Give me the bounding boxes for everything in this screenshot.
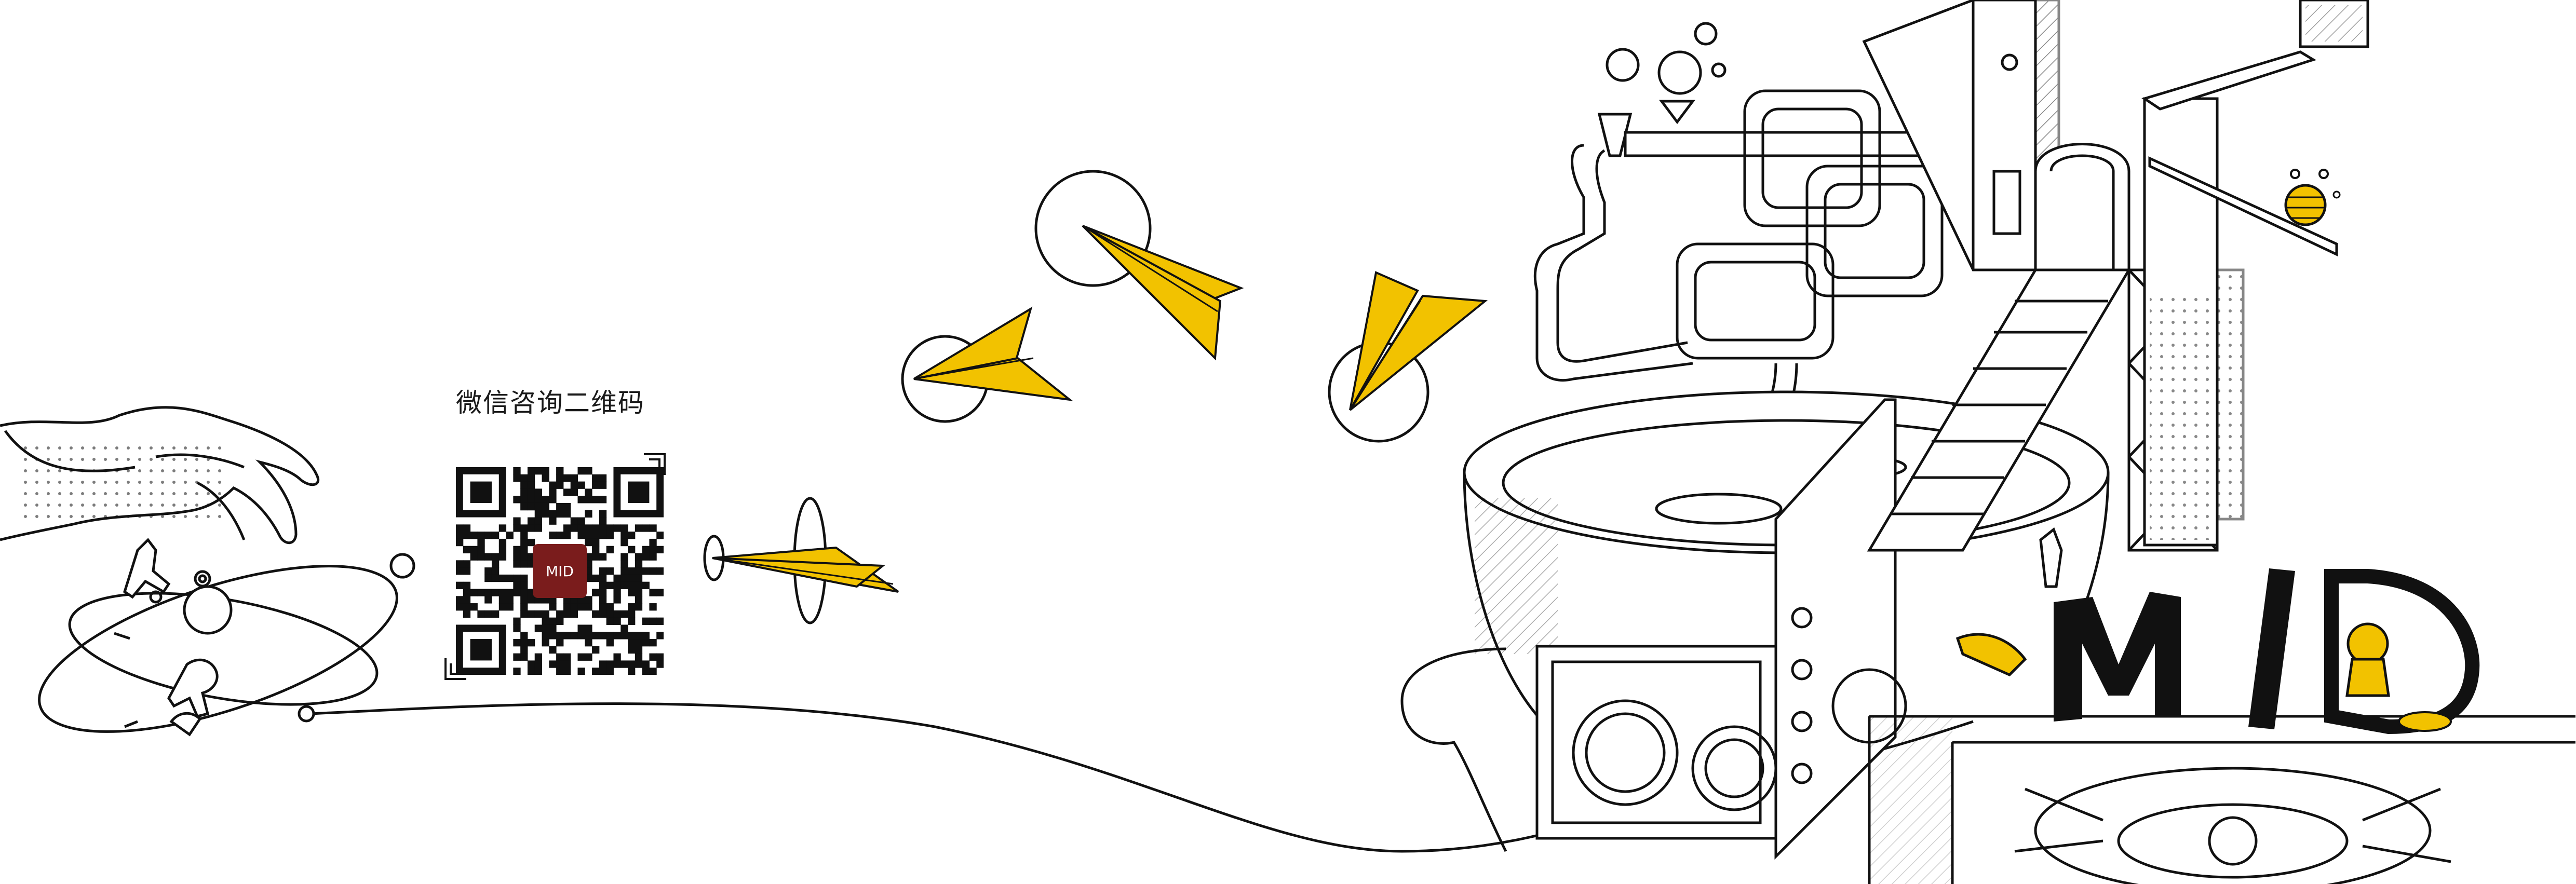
hand-illustration <box>0 406 320 545</box>
planet-icon <box>2284 169 2341 226</box>
qr-frame <box>444 453 666 680</box>
qr-caption: 微信咨询二维码 <box>456 388 645 418</box>
qr-logo-text: MID <box>546 563 574 580</box>
wechat-qr-code[interactable]: MID <box>446 451 669 679</box>
brand-wordmark: MID <box>2054 568 2480 884</box>
paper-plane-icon <box>1328 271 1488 443</box>
svg-text:MID: MID <box>2326 878 2337 884</box>
paper-plane-icon <box>703 497 899 624</box>
machine-tower-illustration <box>1400 0 2575 884</box>
paper-plane-icon <box>1034 170 1244 361</box>
paper-plane-icon <box>901 306 1073 423</box>
orbit-astronauts-illustration <box>38 538 415 737</box>
qr-logo <box>533 544 587 598</box>
